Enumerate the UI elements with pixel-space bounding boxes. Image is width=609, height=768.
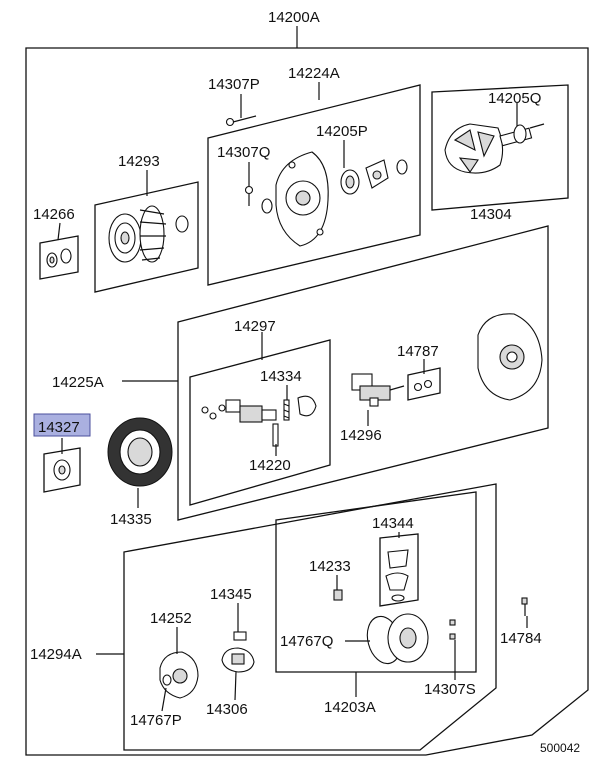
label-14335[interactable]: 14335	[110, 511, 152, 528]
diagram-id: 500042	[540, 741, 580, 755]
frame-14304	[431, 84, 569, 211]
label-14266[interactable]: 14266	[33, 206, 75, 223]
rotor-14304	[444, 123, 545, 174]
frame-14293	[94, 181, 199, 293]
label-14220[interactable]: 14220	[249, 457, 291, 474]
frame-14787	[407, 367, 441, 401]
label-14294A[interactable]: 14294A	[30, 646, 82, 663]
bolt-14307P	[225, 115, 257, 127]
label-14787[interactable]: 14787	[397, 343, 439, 360]
label-14307P[interactable]: 14307P	[208, 76, 260, 93]
front-housing-14224A	[275, 151, 329, 247]
clip-14345	[233, 631, 247, 641]
label-14327[interactable]: 14327	[38, 419, 80, 436]
frame-14327	[43, 447, 81, 493]
label-14767Q[interactable]: 14767Q	[280, 633, 333, 650]
rear-housing	[477, 313, 543, 401]
label-14293[interactable]: 14293	[118, 153, 160, 170]
screw-14307Q	[244, 185, 254, 206]
label-14225A[interactable]: 14225A	[52, 374, 104, 391]
label-14205P[interactable]: 14205P	[316, 123, 368, 140]
frame-14224A	[207, 84, 421, 286]
seal-ring	[261, 198, 273, 214]
label-14296[interactable]: 14296	[340, 427, 382, 444]
label-14252[interactable]: 14252	[150, 610, 192, 627]
pulley-fan-14293	[108, 205, 189, 263]
brush-holder-14297	[201, 399, 277, 423]
frame-14266	[39, 235, 79, 280]
label-14345[interactable]: 14345	[210, 586, 252, 603]
cover-14767Q	[366, 613, 429, 665]
label-14334[interactable]: 14334	[260, 368, 302, 385]
spacer-ring	[396, 159, 408, 175]
screw-14233	[333, 589, 343, 601]
label-14233[interactable]: 14233	[309, 558, 351, 575]
label-14767P[interactable]: 14767P	[130, 712, 182, 729]
label-14307S[interactable]: 14307S	[424, 681, 476, 698]
bearing-14327	[53, 459, 71, 481]
regulator-parts-14344	[385, 549, 409, 602]
label-14224A[interactable]: 14224A	[288, 65, 340, 82]
frame-14344	[379, 533, 419, 607]
frame-14203A	[275, 491, 477, 673]
regulator-14306	[221, 647, 255, 673]
brush-14220	[272, 423, 279, 447]
frame-14225A	[177, 225, 549, 521]
label-14200A[interactable]: 14200A	[268, 9, 320, 26]
frame-14294A	[123, 483, 497, 751]
screw-14784	[521, 597, 528, 616]
label-14203A[interactable]: 14203A	[324, 699, 376, 716]
label-14307Q[interactable]: 14307Q	[217, 144, 270, 161]
brush-spring-14334	[283, 395, 317, 421]
label-14306[interactable]: 14306	[206, 701, 248, 718]
label-14205Q[interactable]: 14205Q	[488, 90, 541, 107]
rectifier-14296	[351, 373, 405, 407]
highlight-14327	[33, 413, 91, 437]
outer-frame	[25, 47, 589, 756]
leader-lines	[57, 26, 528, 712]
stator-14335	[107, 417, 173, 487]
screws-14307S	[449, 619, 456, 640]
frame-14297	[189, 339, 331, 506]
label-14297[interactable]: 14297	[234, 318, 276, 335]
bearing-14205P	[340, 169, 360, 195]
rear-cover-14252	[159, 651, 199, 699]
retainer-plate	[365, 159, 389, 189]
label-14304[interactable]: 14304	[470, 206, 512, 223]
label-14344[interactable]: 14344	[372, 515, 414, 532]
washers-14266	[46, 248, 72, 268]
terminals-14787	[413, 379, 433, 392]
label-14784[interactable]: 14784	[500, 630, 542, 647]
